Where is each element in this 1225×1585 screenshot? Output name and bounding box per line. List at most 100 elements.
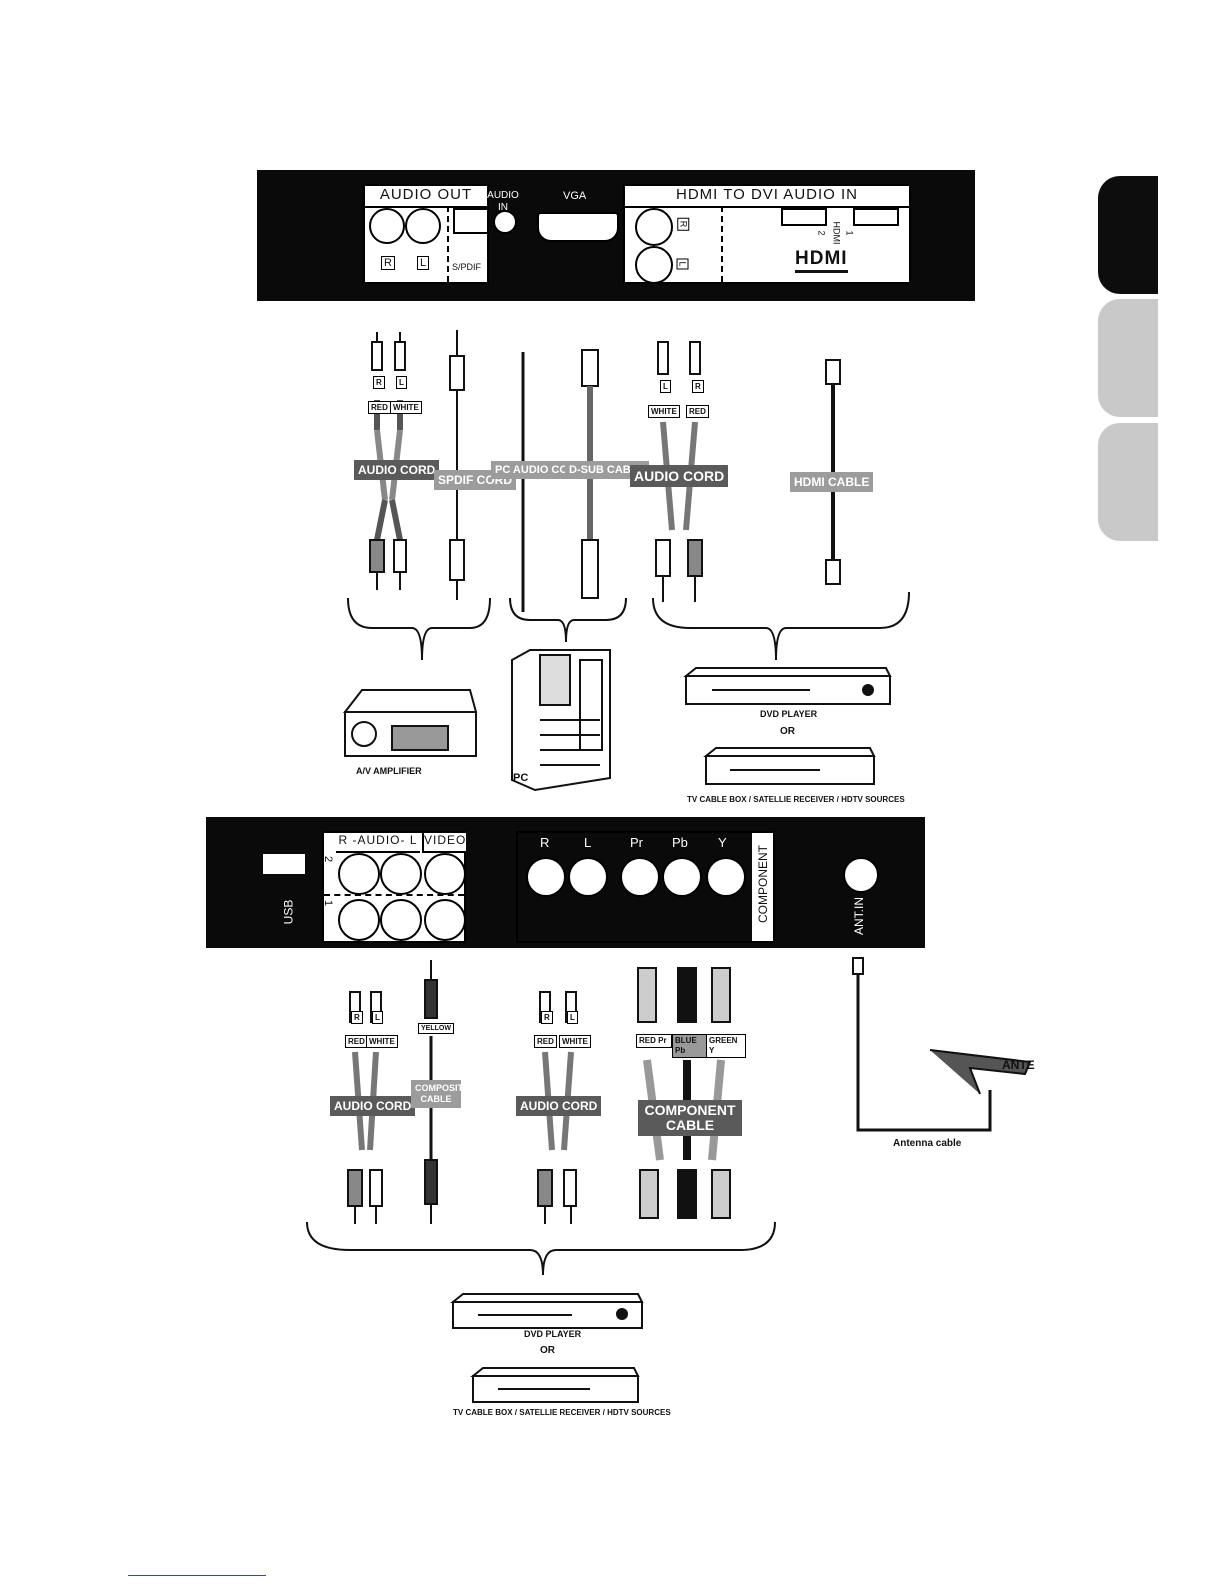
brace-top-left [347, 597, 491, 661]
av1-r-jack [338, 899, 380, 941]
hdmi-1-port [853, 208, 899, 226]
comp-r-label: R [540, 835, 550, 850]
pc-tower-graphic [511, 649, 611, 792]
spdif-cord-graphic [449, 330, 465, 600]
green-y-tag: GREEN Y [706, 1034, 746, 1058]
yellow-tag: YELLOW [418, 1023, 454, 1034]
antenna-in-jack [843, 857, 879, 893]
bottom-cord-2-red-tag: RED [534, 1035, 557, 1048]
bottom-cord-1-white-tag: WHITE [366, 1035, 398, 1048]
top-tv-sources-caption: TV CABLE BOX / SATELLIE RECEIVER / HDTV … [687, 795, 905, 804]
antenna-label: ANTE [1002, 1058, 1035, 1072]
top-connector-panel: AUDIO OUT R L S/PDIF AUDIO IN VGA HDMI T… [257, 170, 975, 301]
bottom-cord-2-l-mark: L [567, 1011, 578, 1024]
top-dvd-player-caption: DVD PLAYER [760, 709, 818, 719]
av2-video-jack [424, 853, 466, 895]
audio-out-divider [447, 206, 451, 282]
audio-header: R -AUDIO- L [336, 833, 420, 853]
component-cable-graphic [637, 967, 731, 1219]
bottom-dvd-player-caption: DVD PLAYER [524, 1329, 582, 1339]
hdmi-logo: HDMI [795, 248, 848, 273]
brace-top-right [652, 591, 910, 661]
top-dvd-player-graphic [683, 667, 892, 705]
component-box: R L Pr Pb Y COMPONENT [516, 831, 775, 943]
audio-out-box: AUDIO OUT R L S/PDIF [363, 184, 489, 284]
hdmi-2-port [781, 208, 827, 226]
bottom-audio-cord-2-tag: AUDIO CORD [516, 1096, 602, 1116]
av1-l-jack [380, 899, 422, 941]
audio-in-jack [493, 210, 517, 234]
section-tab-2[interactable] [1098, 299, 1158, 417]
video-header: VIDEO [422, 833, 466, 853]
av2-l-jack [380, 853, 422, 895]
bottom-audio-cord-2-graphic [537, 991, 577, 1224]
comp-l-label: L [584, 835, 592, 850]
brace-top-mid [509, 597, 627, 643]
brace-bottom [306, 1221, 776, 1276]
comp-y-label: Y [718, 835, 727, 850]
av-input-box: R -AUDIO- L VIDEO 2 1 [322, 831, 466, 943]
av-amplifier-graphic [342, 689, 478, 757]
av2-r-jack [338, 853, 380, 895]
antenna-cable-caption: Antenna cable [893, 1138, 962, 1149]
av1-video-jack [424, 899, 466, 941]
comp-r-jack [526, 857, 566, 897]
bottom-tv-box-graphic [470, 1367, 640, 1403]
audio-in-label: AUDIO IN [487, 190, 519, 213]
top-cord-2-r-mark: R [692, 380, 704, 393]
bottom-cord-2-r-mark: R [541, 1011, 553, 1024]
top-cord-1-white-tag: WHITE [390, 401, 422, 414]
bottom-cord-1-l-mark: L [372, 1011, 383, 1024]
top-audio-cord-2-tag: AUDIO CORD [630, 465, 729, 487]
comp-pb-label: Pb [672, 835, 688, 850]
comp-pr-jack [620, 857, 660, 897]
component-cable-tag: COMPONENT CABLE [638, 1100, 742, 1136]
hdmi-dvi-box: HDMI TO DVI AUDIO IN R L 2 HDMI 1 HDMI [623, 184, 911, 284]
bottom-audio-cord-1-tag: AUDIO CORD [330, 1096, 416, 1116]
hdmi-dvi-header: HDMI TO DVI AUDIO IN [625, 186, 909, 208]
spdif-port [453, 208, 489, 234]
bottom-cord-1-red-tag: RED [345, 1035, 368, 1048]
top-cord-2-l-mark: L [660, 380, 671, 393]
comp-pb-jack [662, 857, 702, 897]
spdif-label: S/PDIF [452, 262, 482, 272]
section-tab-1[interactable] [1098, 176, 1158, 294]
red-pr-tag: RED Pr [636, 1034, 672, 1048]
hdmi-divider [721, 206, 725, 282]
audio-out-r-label: R [381, 256, 395, 270]
footnote-rule [128, 1575, 266, 1576]
top-or-caption: OR [780, 726, 795, 737]
vga-label: VGA [563, 190, 587, 202]
top-cord-2-red-tag: RED [686, 405, 709, 418]
bottom-connector-panel: USB R -AUDIO- L VIDEO 2 1 R L Pr Pb Y CO… [206, 817, 925, 948]
section-tab-3[interactable] [1098, 423, 1158, 541]
comp-pr-label: Pr [630, 835, 643, 850]
bottom-dvd-player-graphic [450, 1293, 644, 1329]
top-cord-1-l-mark: L [396, 376, 407, 389]
hdmi-cable-tag: HDMI CABLE [790, 472, 874, 492]
top-audio-cord-1-tag: AUDIO CORD [354, 460, 440, 480]
audio-out-r-jack [369, 208, 405, 244]
top-tv-box-graphic [703, 747, 876, 785]
bottom-cord-2-white-tag: WHITE [559, 1035, 591, 1048]
bottom-or-caption: OR [540, 1345, 555, 1356]
av-amplifier-caption: A/V AMPLIFIER [356, 766, 422, 776]
audio-out-l-jack [405, 208, 441, 244]
pc-caption: PC [513, 772, 529, 784]
antenna-cable-graphic [852, 957, 1032, 1132]
bottom-tv-sources-caption: TV CABLE BOX / SATELLIE RECEIVER / HDTV … [453, 1408, 671, 1417]
comp-l-jack [568, 857, 608, 897]
audio-out-header: AUDIO OUT [365, 186, 487, 208]
dvi-audio-l-jack [635, 246, 673, 284]
usb-port [263, 854, 305, 874]
dvi-audio-r-jack [635, 208, 673, 246]
top-cord-2-white-tag: WHITE [648, 405, 680, 418]
composite-cable-tag: COMPOSITE CABLE [411, 1080, 469, 1108]
vga-port [537, 212, 619, 242]
pc-audio-cord-tag: PC AUDIO CORD [491, 461, 588, 479]
av-row-divider [324, 894, 464, 896]
top-cord-1-r-mark: R [373, 376, 385, 389]
audio-out-l-label: L [417, 256, 430, 270]
